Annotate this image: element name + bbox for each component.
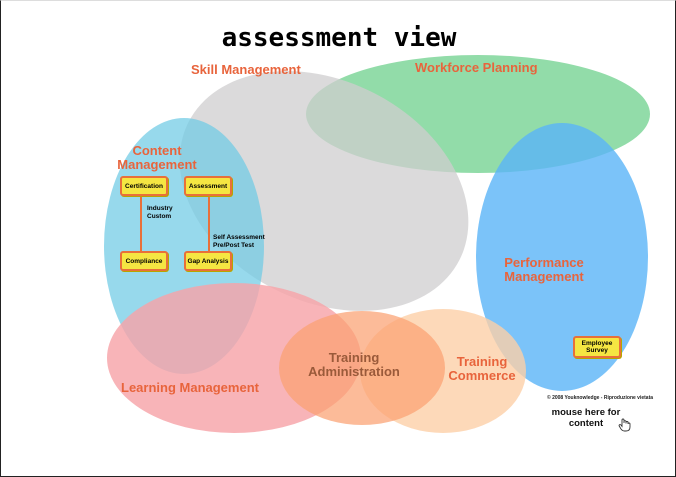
label-learning-management: Learning Management — [121, 380, 259, 395]
connector-certification-compliance — [140, 195, 142, 253]
hand-icon-svg — [618, 418, 631, 432]
note-pre-post-test: Pre/Post Test — [213, 242, 255, 249]
label-training-commerce-line1: Training — [456, 354, 508, 369]
mouse-hint-line2: content — [568, 418, 604, 429]
pointing-hand-icon[interactable] — [618, 418, 631, 435]
label-training-administration-line1: Training — [328, 350, 380, 365]
ellipse-training-administration[interactable] — [279, 311, 445, 425]
gap-analysis-box[interactable]: Gap Analysis — [184, 251, 232, 271]
ellipse-performance-management[interactable] — [476, 123, 648, 391]
label-content-management-line2: Management — [117, 157, 197, 172]
label-skill-management: Skill Management — [191, 62, 301, 77]
label-workforce-planning: Workforce Planning — [415, 60, 538, 75]
note-custom: Custom — [147, 213, 172, 220]
copyright-notice: © 2008 Youknowledge - Riproduzione vieta… — [547, 395, 654, 401]
employee-survey-line1: Employee — [581, 340, 613, 347]
label-training-administration-line2: Administration — [308, 364, 400, 379]
label-content-management-line1: Content — [132, 143, 182, 158]
note-industry: Industry — [147, 205, 173, 212]
mouse-hint[interactable]: mouse here for content — [546, 407, 626, 429]
note-self-assessment: Self Assessment Pre/Post Test — [213, 234, 265, 250]
compliance-box[interactable]: Compliance — [120, 251, 168, 271]
label-performance-management-line2: Management — [504, 269, 584, 284]
note-self-assessment-line1: Self Assessment — [213, 234, 265, 241]
label-content-management: Content Management — [111, 144, 203, 172]
mouse-hint-line1: mouse here for — [551, 407, 621, 418]
connector-assessment-gap-analysis — [208, 195, 210, 253]
label-training-commerce-line2: Commerce — [448, 368, 516, 383]
employee-survey-line2: Survey — [586, 347, 608, 354]
label-training-commerce: Training Commerce — [441, 355, 523, 383]
page-title: assessment view — [221, 23, 457, 53]
label-training-administration: Training Administration — [301, 351, 407, 379]
label-performance-management-line1: Performance — [504, 255, 584, 270]
certification-box[interactable]: Certification — [120, 176, 168, 196]
assessment-box[interactable]: Assessment — [184, 176, 232, 196]
employee-survey-box[interactable]: Employee Survey — [573, 336, 621, 358]
label-performance-management: Performance Management — [498, 256, 590, 284]
note-industry-custom: Industry Custom — [147, 205, 173, 221]
